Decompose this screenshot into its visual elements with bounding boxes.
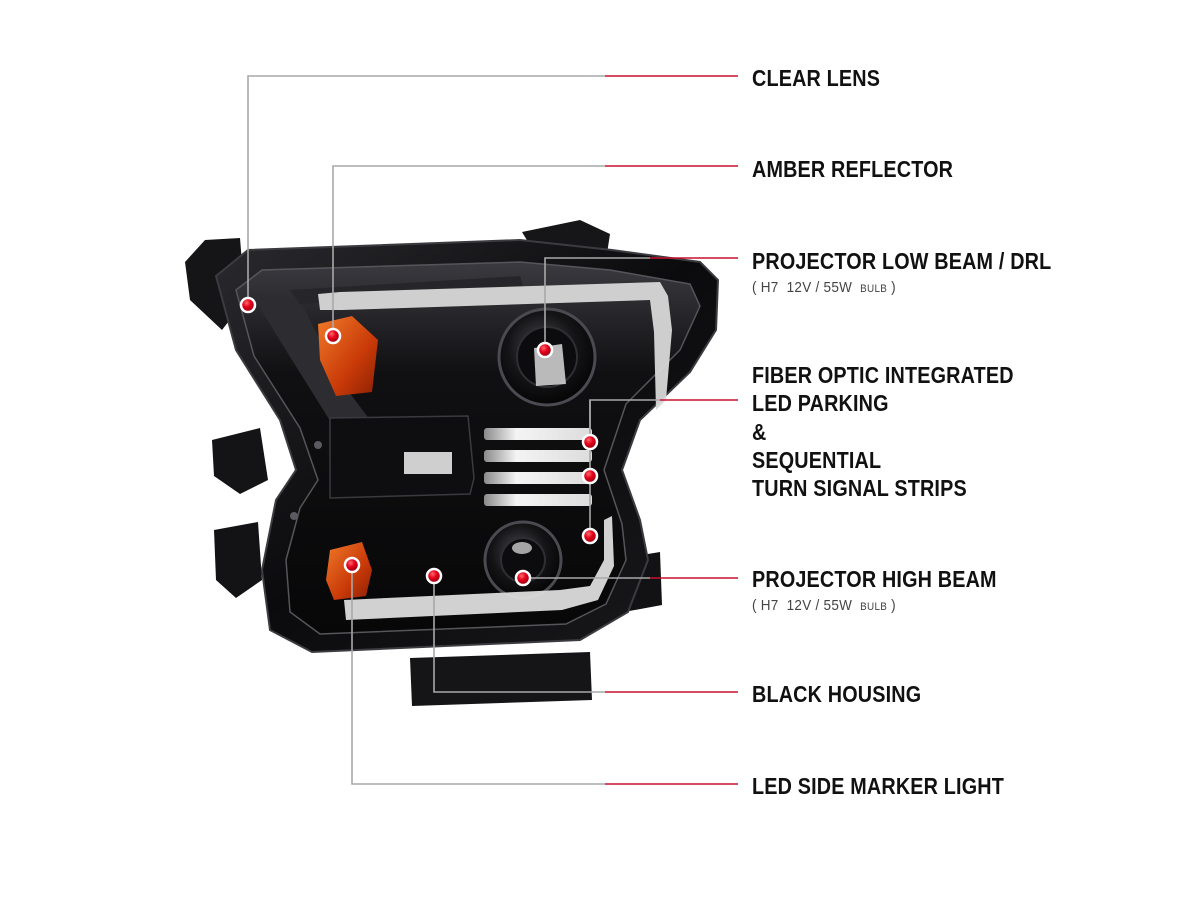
marker-dots — [239, 296, 599, 587]
spec-high-beam-bulb: H7 — [760, 597, 779, 614]
spec-low-beam-wattage: 55W — [823, 279, 853, 296]
spec-high-beam-voltage: 12V — [786, 597, 812, 614]
spec-high-beam-unit: BULB — [860, 601, 888, 613]
marker-dot-led-strip-3 — [581, 527, 599, 545]
leader-low-beam — [544, 257, 650, 350]
marker-dot-amber-reflector — [324, 327, 342, 345]
label-fiber-optic-line-5: TURN SIGNAL STRIPS — [752, 475, 967, 501]
label-fiber-optic-line-3: & — [752, 419, 767, 445]
marker-dot-clear-lens — [239, 296, 257, 314]
marker-dot-led-strip-1 — [581, 433, 599, 451]
leader-clear-lens — [247, 75, 605, 305]
label-fiber-optic-line-4: SEQUENTIAL — [752, 447, 882, 473]
label-black-housing: BLACK HOUSING — [752, 681, 922, 707]
leader-black-housing — [433, 576, 605, 693]
marker-dot-side-marker — [343, 556, 361, 574]
spec-projector-high-beam: ( H7 12V / 55W BULB ) — [752, 597, 896, 614]
spec-low-beam-unit: BULB — [860, 283, 888, 295]
label-fiber-optic-line-2: LED PARKING — [752, 390, 889, 416]
label-amber-reflector: AMBER REFLECTOR — [752, 156, 954, 182]
spec-low-beam-voltage: 12V — [786, 279, 812, 296]
headlight-body — [185, 220, 720, 706]
spec-projector-low-beam: ( H7 12V / 55W BULB ) — [752, 279, 896, 296]
leader-side-marker — [351, 565, 605, 785]
label-fiber-optic-line-1: FIBER OPTIC INTEGRATED — [752, 362, 1014, 388]
label-led-side-marker: LED SIDE MARKER LIGHT — [752, 773, 1004, 799]
marker-dot-high-beam — [514, 569, 532, 587]
marker-dot-black-housing — [425, 567, 443, 585]
spec-low-beam-bulb: H7 — [760, 279, 779, 296]
marker-dot-low-beam — [536, 341, 554, 359]
label-clear-lens: CLEAR LENS — [752, 65, 881, 91]
leader-amber-reflector — [332, 165, 605, 336]
label-projector-high-beam: PROJECTOR HIGH BEAM — [752, 566, 997, 592]
spec-high-beam-wattage: 55W — [823, 597, 853, 614]
leader-lines — [247, 75, 738, 785]
marker-dot-led-strip-2 — [581, 467, 599, 485]
label-projector-low-beam: PROJECTOR LOW BEAM / DRL — [752, 248, 1052, 274]
